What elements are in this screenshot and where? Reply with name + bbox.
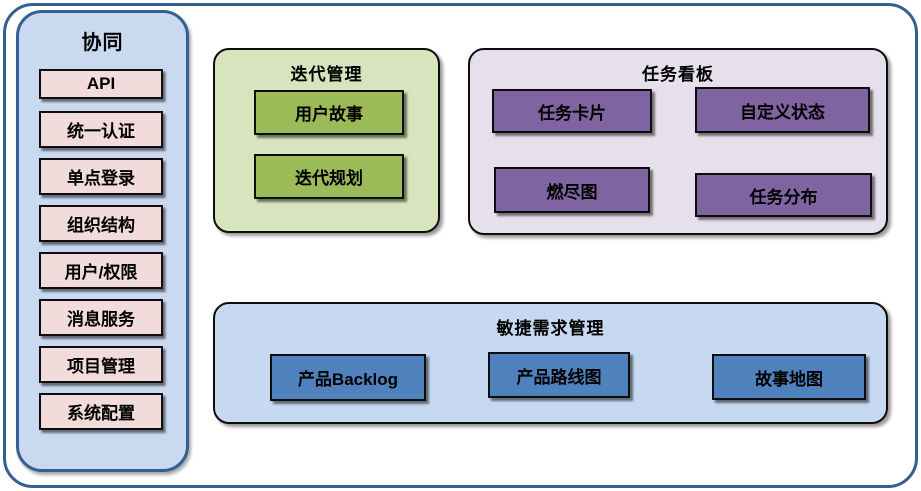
node-task-card: 任务卡片: [492, 89, 652, 133]
sidebar-collaboration: 协同 API 统一认证 单点登录 组织结构 用户/权限 消息服务 项目管理 系统…: [16, 10, 189, 472]
sidebar-item-sso: 单点登录: [39, 158, 163, 195]
group-task-board: 任务看板 任务卡片 自定义状态 燃尽图 任务分布: [468, 48, 888, 235]
sidebar-item-system-config: 系统配置: [39, 393, 163, 430]
group-agile-requirements-title: 敏捷需求管理: [496, 319, 605, 338]
node-burndown-chart: 燃尽图: [494, 167, 650, 213]
sidebar-item-message-service: 消息服务: [39, 299, 163, 336]
sidebar-item-users-permissions: 用户/权限: [39, 252, 163, 289]
node-story-map: 故事地图: [712, 354, 866, 400]
group-task-board-title: 任务看板: [642, 65, 714, 84]
node-user-story: 用户故事: [254, 90, 404, 135]
node-task-distribution: 任务分布: [695, 173, 872, 217]
node-custom-status: 自定义状态: [695, 87, 870, 133]
sidebar-item-api: API: [39, 69, 163, 99]
sidebar-item-unified-auth: 统一认证: [39, 111, 163, 148]
group-iteration-management-title: 迭代管理: [290, 65, 363, 84]
group-agile-requirements: 敏捷需求管理 产品Backlog 产品路线图 故事地图: [213, 302, 888, 424]
node-product-roadmap: 产品路线图: [488, 352, 630, 398]
group-iteration-management: 迭代管理 用户故事 迭代规划: [213, 48, 440, 233]
node-product-backlog: 产品Backlog: [270, 354, 426, 401]
sidebar-item-project-management: 项目管理: [39, 346, 163, 383]
node-iteration-planning: 迭代规划: [254, 154, 404, 199]
sidebar-title: 协同: [81, 32, 124, 54]
sidebar-item-org-structure: 组织结构: [39, 205, 163, 242]
